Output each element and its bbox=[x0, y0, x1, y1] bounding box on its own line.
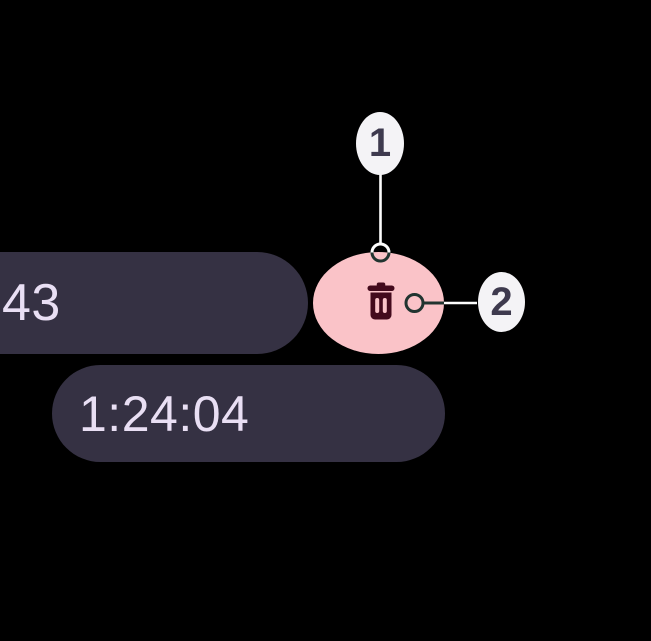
timer-chip-elapsed[interactable]: 1:24:04 bbox=[52, 365, 445, 462]
callout-badge-2: 2 bbox=[478, 272, 525, 332]
callout-badge-1: 1 bbox=[356, 112, 404, 175]
timer-chip-elapsed-label: 1:24:04 bbox=[79, 385, 250, 442]
trash-icon bbox=[367, 282, 395, 320]
timer-chip-partial[interactable]: 43 bbox=[0, 252, 308, 354]
callout-badge-1-number: 1 bbox=[368, 121, 392, 165]
trash-icon-slot-left bbox=[375, 298, 380, 313]
timer-chip-partial-label: 43 bbox=[2, 274, 61, 332]
trash-icon-slot-right bbox=[382, 298, 387, 313]
trash-icon-body bbox=[370, 292, 392, 320]
trash-icon-lid bbox=[367, 285, 395, 291]
delete-timer-button[interactable] bbox=[313, 252, 444, 354]
callout-badge-2-number: 2 bbox=[490, 279, 513, 324]
